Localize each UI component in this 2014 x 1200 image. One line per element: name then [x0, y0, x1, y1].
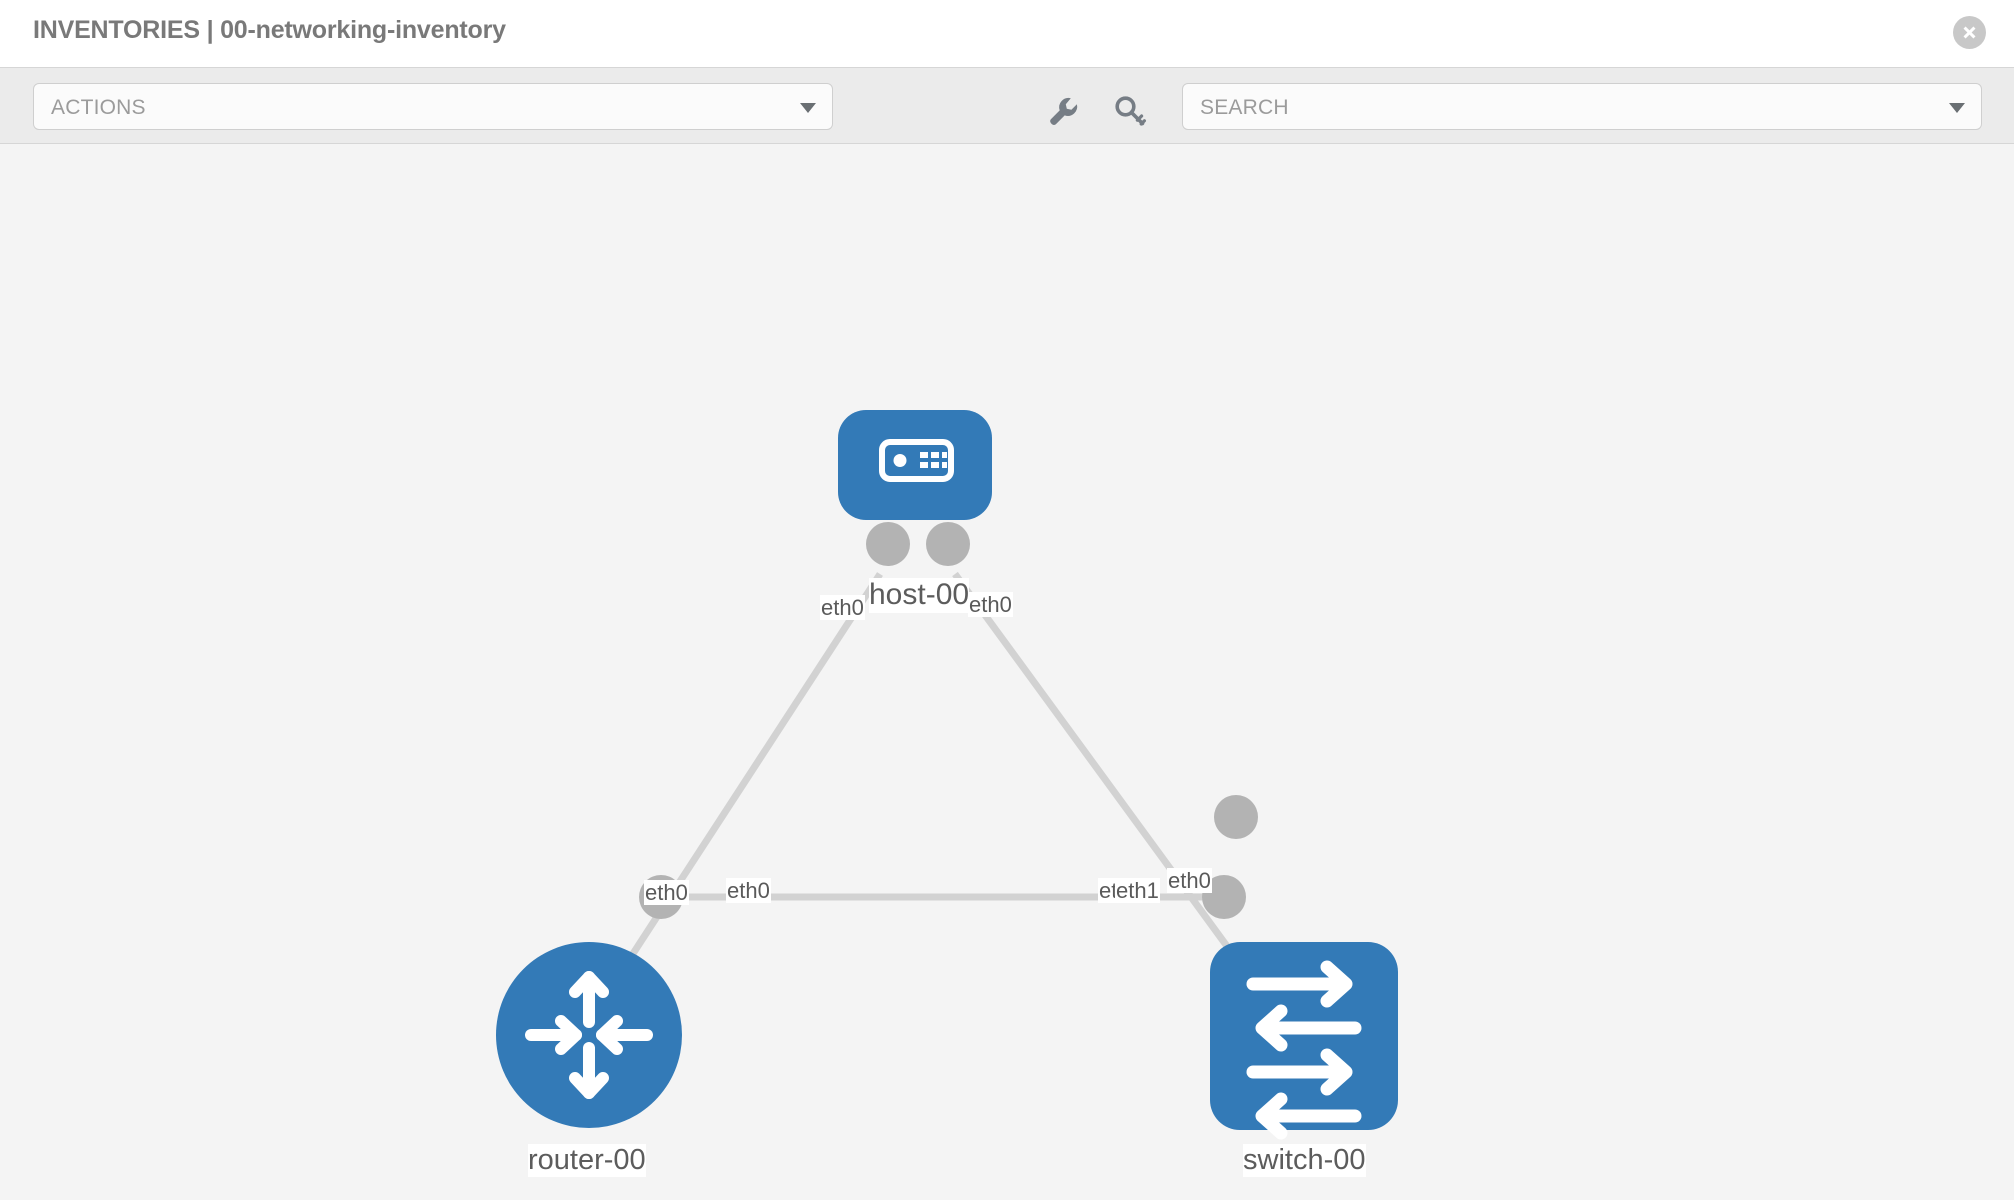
actions-dropdown[interactable]: ACTIONS — [33, 83, 833, 130]
toolbar: ACTIONS SEARCH — [0, 68, 2014, 144]
actions-dropdown-label: ACTIONS — [51, 96, 146, 119]
chevron-down-icon — [800, 103, 816, 113]
key-icon[interactable] — [1113, 94, 1147, 128]
node-label-router-00: router-00 — [528, 1144, 646, 1178]
edge-label-router-up: eth0 — [644, 880, 689, 906]
edge-label-host-left: eth0 — [820, 595, 865, 621]
search-input[interactable]: SEARCH — [1182, 83, 1982, 130]
port-host-eth0-left — [866, 522, 910, 566]
port-host-eth0-right — [926, 522, 970, 566]
edge-label-switch-up: eth0 — [1167, 868, 1212, 894]
topology-canvas[interactable]: eth0 eth0 eth0 eth0 eth0 eth eth1 host-0… — [0, 144, 2014, 1200]
wrench-icon[interactable] — [1046, 94, 1080, 128]
node-router-00[interactable] — [496, 942, 682, 1128]
edge-host-switch — [952, 571, 1243, 967]
edge-label-host-right: eth0 — [968, 592, 1013, 618]
node-switch-00[interactable] — [1210, 942, 1398, 1140]
edge-label-router-right: eth0 — [726, 878, 771, 904]
topology-graph — [496, 410, 1398, 1140]
node-label-host-00: host-00 — [869, 578, 970, 613]
page-header: INVENTORIES | 00-networking-inventory — [0, 0, 2014, 68]
node-label-switch-00: switch-00 — [1243, 1144, 1366, 1178]
close-icon[interactable] — [1953, 16, 1986, 49]
node-host-00[interactable] — [838, 410, 992, 520]
page-title: INVENTORIES | 00-networking-inventory — [33, 16, 506, 44]
edge-label-switch-left-b: eth1 — [1115, 878, 1160, 904]
edge-host-router — [607, 572, 883, 991]
search-placeholder: SEARCH — [1200, 96, 1289, 119]
port-switch-eth0 — [1214, 795, 1258, 839]
port-switch-eth1 — [1202, 875, 1246, 919]
chevron-down-icon — [1949, 103, 1965, 113]
